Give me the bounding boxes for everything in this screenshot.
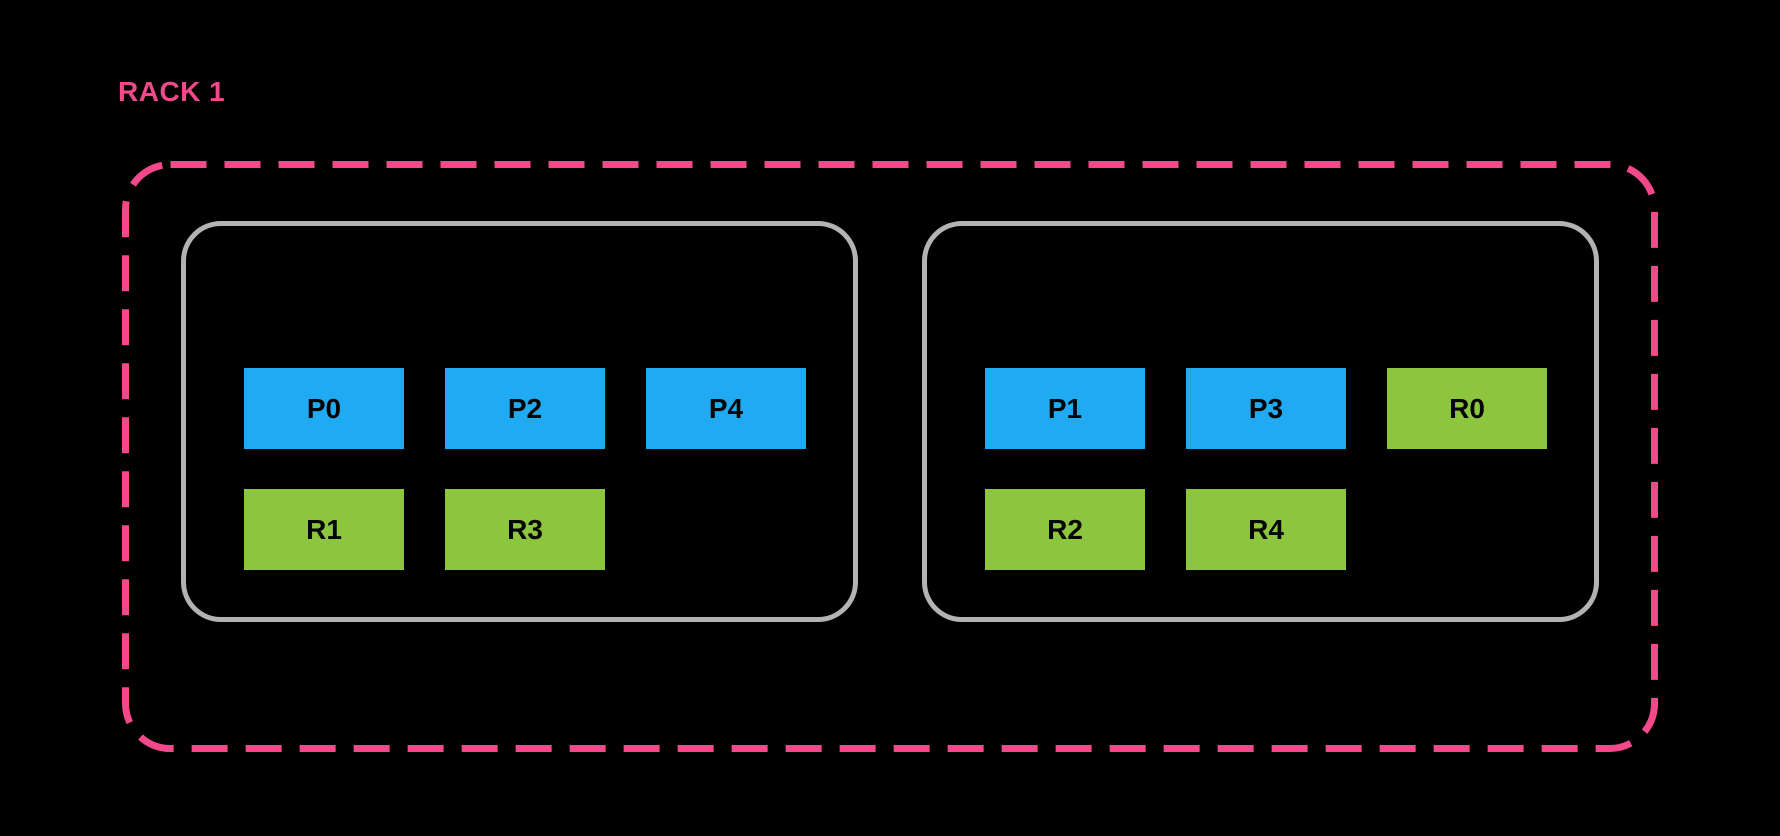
chip-p2: P2 <box>445 368 605 449</box>
chip-r4: R4 <box>1186 489 1346 570</box>
chip-label: R1 <box>306 513 342 545</box>
chip-r1: R1 <box>244 489 404 570</box>
chip-label: P3 <box>1248 392 1284 424</box>
chip-label: P1 <box>1047 392 1083 424</box>
chip-label: R2 <box>1047 513 1083 545</box>
rack-boundary <box>122 161 1658 752</box>
chip-p0: P0 <box>244 368 404 449</box>
chip-label: P0 <box>306 392 342 424</box>
chip-label: P2 <box>507 392 543 424</box>
chip-label: P4 <box>708 392 744 424</box>
rack-label: RACK 1 <box>118 76 226 107</box>
rack-boundary-rect <box>122 161 1658 752</box>
chip-r2: R2 <box>985 489 1145 570</box>
chip-r3: R3 <box>445 489 605 570</box>
chip-label: R0 <box>1449 392 1485 424</box>
chip-p3: P3 <box>1186 368 1346 449</box>
chip-r0: R0 <box>1387 368 1547 449</box>
chip-label: R3 <box>507 513 543 545</box>
chip-p1: P1 <box>985 368 1145 449</box>
chip-p4: P4 <box>646 368 806 449</box>
chip-label: R4 <box>1248 513 1284 545</box>
